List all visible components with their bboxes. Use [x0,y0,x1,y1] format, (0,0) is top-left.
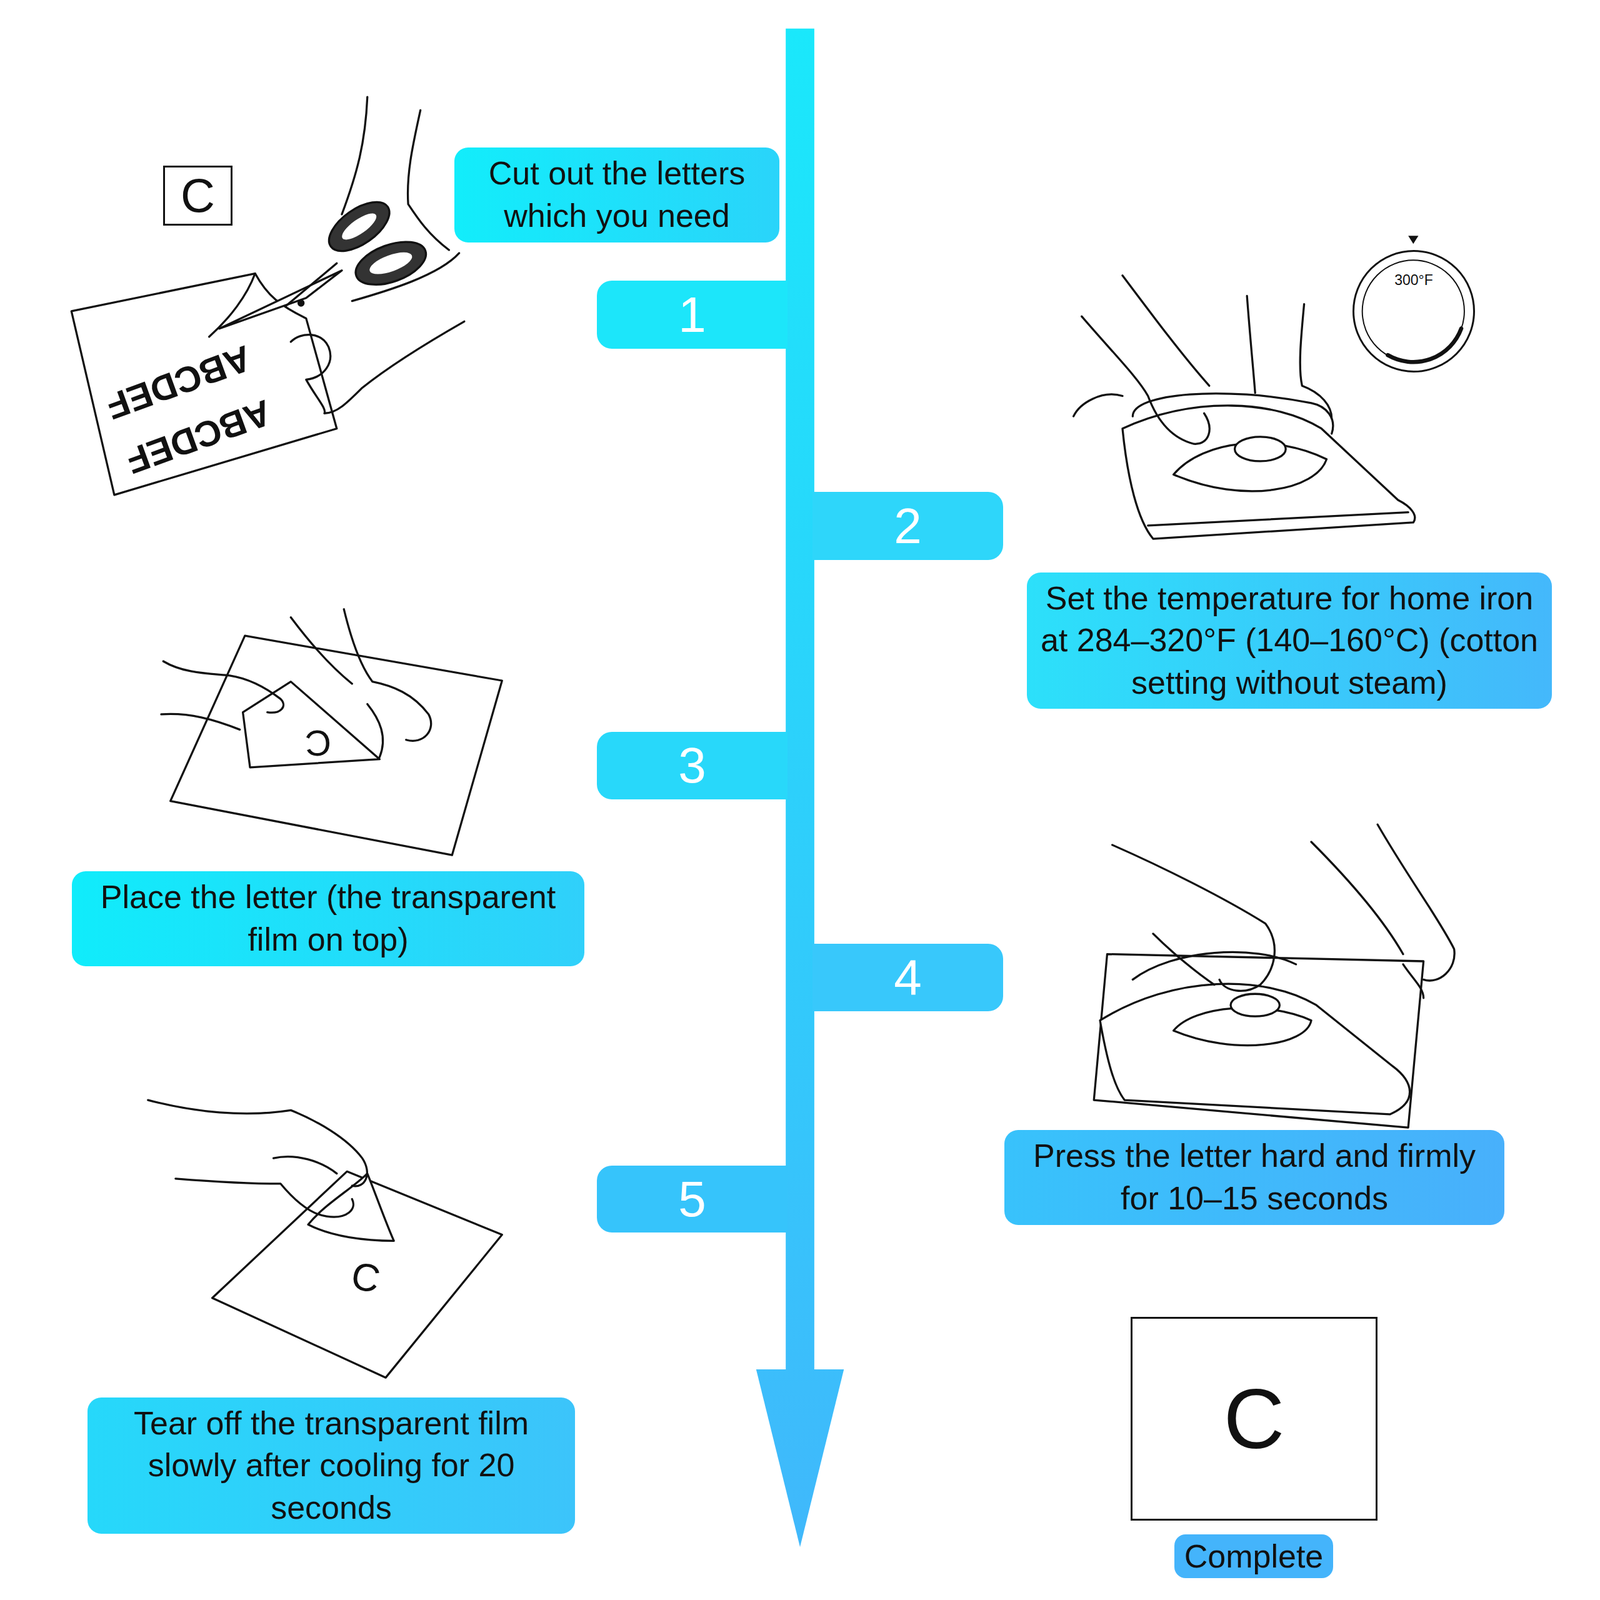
hand-outline [148,1100,368,1187]
hand-outline [1122,275,1210,386]
node-text: Place the letter (the transparent film o… [84,876,572,961]
step-number: 2 [812,491,1004,560]
node-text: Set the temperature for home iron at 284… [1039,577,1540,705]
hand-outline [273,1156,337,1174]
step-caption: Cut out the letters which you need [454,147,780,242]
letter-box: C [163,165,233,226]
hand-outline [408,110,450,250]
step-number-text: 3 [678,740,707,791]
hand-outline [351,253,459,302]
complete-badge: Complete [1174,1534,1334,1579]
transfer-letter: C [348,1255,384,1300]
step-number-text: 1 [678,290,707,340]
step-number: 3 [596,731,788,800]
hand-outline [290,617,352,684]
scissor-blade [219,270,342,329]
hand-outline [290,335,330,414]
scissor-pivot [298,300,304,306]
scissor-handle-hole [366,248,415,279]
iron-knob [1230,993,1280,1017]
step-number: 1 [596,280,788,349]
node-text: Press the letter hard and firmly for 10–… [1016,1135,1492,1220]
iron-sole [1148,512,1409,526]
hand-outline [324,321,465,414]
node-text: Complete [1184,1536,1324,1576]
hand-outline [341,96,368,215]
hand-outline [1311,841,1404,955]
iron-knob [1235,436,1287,462]
node-text: Cut out the letters which you need [466,152,767,237]
step-caption: Place the letter (the transparent film o… [71,871,585,966]
hand-outline [1081,316,1210,444]
step-caption: Set the temperature for home iron at 284… [1026,572,1552,710]
hand-outline [1112,845,1275,992]
node-text: C [1223,1376,1285,1462]
node-text: Tear off the transparent film slowly aft… [100,1402,563,1530]
timeline-shaft [785,28,815,1374]
fabric-sheet [212,1171,503,1378]
hand-outline [1153,933,1215,985]
iron-handle [1132,393,1334,434]
iron-body [1100,983,1410,1115]
hand-outline [1377,824,1455,981]
step-number-text: 2 [893,501,922,552]
node-text: 300°F [1394,273,1434,288]
hand-outline [343,609,431,742]
step-caption: Tear off the transparent film slowly aft… [87,1397,575,1535]
node-text: C [180,171,215,220]
hand-outline [1246,295,1255,393]
dial-marker [1408,235,1419,244]
scissor-handle [350,233,432,294]
dial-arc [1387,328,1462,362]
timeline-head [756,1369,844,1547]
paper-curl [209,273,255,337]
iron-cord [1073,394,1123,417]
hand-outline [161,713,240,730]
scissor-handle-hole [338,208,380,244]
step-number-text: 4 [893,952,922,1003]
transfer-letter: C [304,724,332,762]
scissor-blade [285,263,337,307]
hand-outline [163,661,284,713]
fabric-sheet [1093,954,1424,1129]
hand-outline [367,704,384,758]
step-number-text: 5 [678,1174,707,1225]
step-number: 5 [596,1165,788,1233]
dial-ring [1362,260,1465,362]
step-number: 4 [812,943,1004,1012]
iron-body [1122,405,1415,539]
transparent-film [308,1173,394,1242]
hand-outline [175,1178,354,1217]
hand-outline [1300,304,1332,419]
temperature-dial: 300°F [1352,250,1475,373]
hand-outline [1403,964,1424,999]
step-caption: Press the letter hard and firmly for 10–… [1004,1130,1505,1225]
result-box: C [1130,1316,1378,1521]
letter-sheet [71,273,337,495]
letter-piece [243,681,380,768]
